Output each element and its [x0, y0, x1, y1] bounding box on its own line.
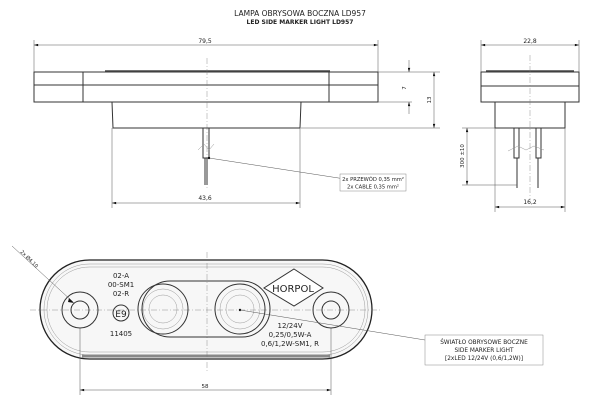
code-3: 02-R — [113, 290, 129, 298]
rating-2: 0,25/0,5W-A — [269, 331, 312, 339]
cable-note-pl: 2x PRZEWÓD 0,35 mm² — [342, 176, 404, 183]
approval-number: 11405 — [110, 330, 132, 338]
dim-hole-diameter: 2x Ø4,10 — [19, 248, 40, 269]
cable-note-en: 2x CABLE 0,35 mm² — [347, 185, 399, 191]
front-view: 2x Ø4,10 HORPOL 02-A 00-SM1 02-R E9 1140… — [11, 245, 544, 395]
rating-1: 12/24V — [278, 322, 303, 330]
side-view: 79,5 43,6 7 13 2x PRZEWÓD 0,35 mm² 2x CA… — [33, 38, 440, 208]
product-label-en: SIDE MARKER LIGHT — [454, 348, 513, 354]
product-label-spec: [2xLED 12/24V (0,6/1,2W)] — [445, 356, 523, 362]
product-label-pl: ŚWIATŁO OBRYSOWE BOCZNE — [440, 339, 528, 346]
dim-housing-width: 43,6 — [198, 195, 212, 202]
end-view: 22,8 16,2 300 ±10 — [460, 38, 580, 212]
dim-overall-length: 79,5 — [198, 38, 212, 45]
title-pl: LAMPA OBRYSOWA BOCZNA LD957 — [234, 9, 366, 18]
rating-3: 0,6/1,2W-SM1, R — [261, 340, 319, 348]
dim-cable-length: 300 ±10 — [460, 144, 466, 168]
dim-depth: 22,8 — [523, 38, 537, 45]
code-1: 02-A — [113, 272, 129, 280]
approval-mark: E9 — [115, 310, 127, 320]
dim-base-depth: 16,2 — [523, 199, 537, 206]
title-en: LED SIDE MARKER LIGHT LD957 — [247, 19, 354, 26]
dim-hole-spacing: 58 — [202, 384, 209, 390]
brand-logo: HORPOL — [272, 284, 314, 295]
code-2: 00-SM1 — [108, 281, 134, 289]
dim-lens-height: 7 — [402, 86, 408, 90]
dim-total-height: 13 — [427, 96, 433, 103]
